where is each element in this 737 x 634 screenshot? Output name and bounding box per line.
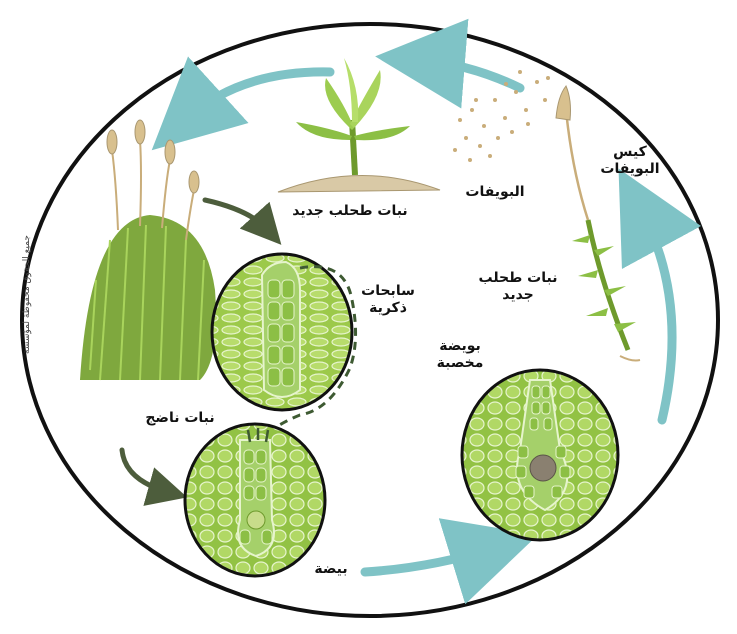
zygote (530, 455, 556, 481)
label-new-moss-plant-top: نبات طحلب جديد (290, 203, 410, 220)
copyright-side-note: جميع الحقوق محفوظة لمؤسسة (22, 140, 38, 450)
label-egg: بيضة (306, 561, 356, 578)
label-new-moss-plant-right: نبات طحلب جديد (468, 270, 568, 304)
label-fertilized-egg: بويضة مخصبة (420, 338, 500, 372)
label-mature-plant: نبات ناضج (135, 410, 225, 427)
label-male-gametes: سابحات ذكرية (348, 283, 428, 317)
zygote-circle (462, 370, 618, 540)
label-spore-capsule: كيس البويفات (590, 144, 670, 178)
label-spores: البويفات (455, 184, 535, 201)
egg-cell (247, 511, 265, 529)
archegonium-circle (185, 424, 325, 576)
